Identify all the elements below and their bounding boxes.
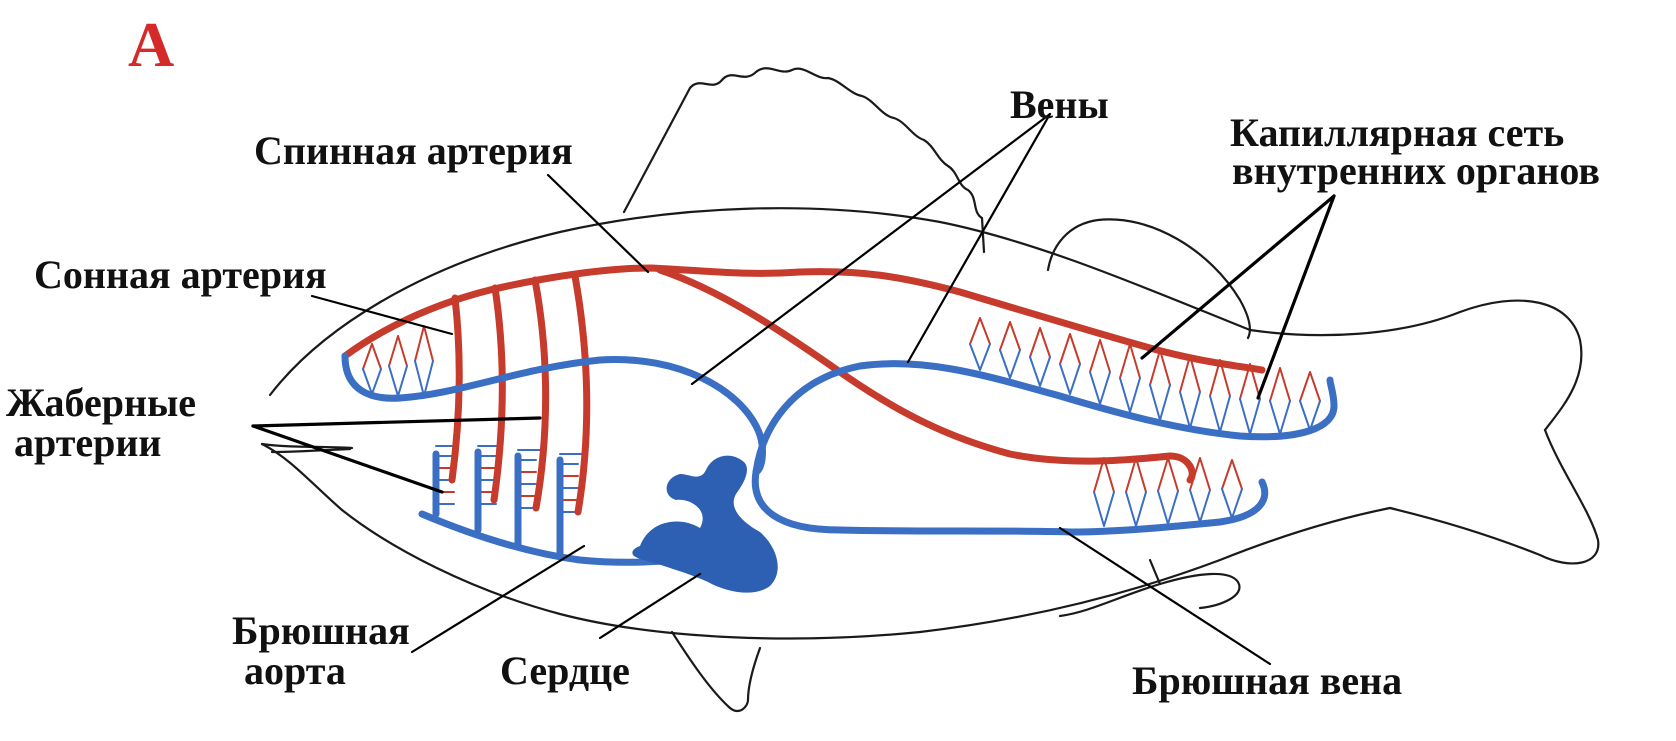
pelvic-fin: [670, 630, 750, 713]
caudal-fin-lower: [1388, 428, 1600, 565]
label-gill-arteries-line1: Жаберные: [6, 380, 196, 425]
veins: [341, 352, 1338, 566]
panel-letter: А: [128, 9, 174, 80]
head-capillary-venous-2: [414, 360, 434, 397]
dorsal-capillary-arterial-10: [1269, 367, 1291, 402]
posterior-cardinal-vein: [752, 360, 1338, 476]
anal-fin-front: [1148, 558, 1162, 586]
label-ventral-aorta-line1: Брюшная: [232, 608, 410, 653]
dorsal-capillary-venous-5: [1119, 377, 1141, 413]
lower-jaw: [260, 442, 354, 450]
ventral-capillary-arterial-1: [1125, 457, 1147, 493]
mouth-line: [270, 447, 352, 454]
dorsal-capillary-venous-9: [1239, 398, 1261, 435]
dorsal-artery-path: [341, 264, 1266, 374]
leader-veins-1: [690, 112, 1052, 386]
dorsal-capillary-venous-1: [999, 349, 1021, 379]
abdominal-vein-path: [751, 468, 1269, 536]
label-abdominal-vein: Брюшная вена: [1132, 658, 1402, 703]
leader-capillary-2: [1256, 194, 1336, 400]
dorsal-capillary-arterial-3: [1059, 333, 1081, 365]
dorsal-capillary-venous-0: [969, 343, 991, 371]
head-capillary-venous-1: [388, 365, 408, 397]
dorsal-capillary-venous-11: [1299, 400, 1321, 431]
leader-gill-2: [251, 424, 444, 494]
ventral-aorta-path: [418, 510, 680, 566]
gill-arch-3: [531, 276, 550, 512]
gill-arch-4: [571, 272, 591, 516]
leader-dorsal-artery: [546, 173, 650, 274]
dorsal-capillary-arterial-0: [969, 317, 991, 345]
dorsal-capillary-venous-7: [1179, 391, 1201, 429]
leader-lines: [251, 112, 1336, 666]
spiny-dorsal-fin: [622, 67, 986, 254]
ventral-capillary-venous-0: [1093, 491, 1115, 527]
labels: Вены Спинная артерия Капиллярная сеть вн…: [6, 82, 1600, 703]
dorsal-capillary-arterial-5: [1119, 343, 1141, 379]
dorsal-capillary-arterial-2: [1029, 327, 1051, 358]
leader-veins-2: [906, 112, 1052, 364]
dorsal-capillary-venous-8: [1209, 395, 1231, 433]
dorsal-capillary-venous-3: [1059, 363, 1081, 395]
dorsal-capillary-arterial-4: [1089, 339, 1111, 373]
pelvic-fin-back: [746, 646, 762, 702]
anterior-cardinal-vein: [341, 352, 766, 476]
heart: [632, 455, 778, 593]
label-ventral-aorta-line2: аорта: [244, 648, 346, 693]
gill-arch-2: [490, 284, 506, 504]
label-gill-arteries-line2: артерии: [14, 420, 161, 465]
ventral-capillary-arterial-2: [1157, 457, 1179, 492]
leader-gill-1: [251, 416, 542, 428]
ventral-capillary-venous-3: [1189, 489, 1211, 523]
leader-carotid: [310, 294, 454, 336]
soft-dorsal-fin: [1046, 218, 1251, 340]
dorsal-capillary-venous-10: [1269, 400, 1291, 435]
dorsal-capillary-venous-6: [1149, 384, 1171, 421]
leader-heart: [598, 572, 702, 640]
label-capillary-line1: Капиллярная сеть: [1230, 110, 1564, 155]
leader-ventral-aorta: [410, 544, 586, 654]
head-capillary-venous-0: [362, 368, 382, 395]
branch-artery-path: [656, 266, 1196, 484]
body-lower-contour: [260, 442, 1392, 640]
anal-fin: [1058, 572, 1241, 618]
label-capillary-line2: внутренних органов: [1232, 148, 1600, 193]
dorsal-capillary-venous-4: [1089, 371, 1111, 405]
dorsal-capillary-venous-2: [1029, 356, 1051, 387]
dorsal-capillary-arterial-11: [1299, 371, 1321, 402]
dorsal-capillary-arterial-6: [1149, 349, 1171, 386]
leader-abdominal-vein: [1058, 526, 1272, 666]
label-heart: Сердце: [500, 648, 630, 693]
head-capillary-arterial-1: [388, 335, 408, 367]
head-capillary-arterial-0: [362, 343, 382, 370]
label-dorsal-artery: Спинная артерия: [254, 128, 573, 173]
head-capillary-arterial-2: [414, 325, 434, 362]
dorsal-capillary-arterial-1: [999, 321, 1021, 351]
capillary-networks: [362, 317, 1321, 527]
heart-shape: [632, 455, 778, 593]
ventral-capillary-venous-4: [1221, 488, 1243, 519]
dorsal-capillary-arterial-7: [1179, 355, 1201, 393]
fish-outline: [260, 67, 1600, 713]
label-carotid-artery: Сонная артерия: [34, 252, 327, 297]
leader-capillary-1: [1140, 194, 1336, 360]
label-veins: Вены: [1010, 82, 1109, 127]
body-upper-contour: [268, 207, 1583, 432]
ventral-capillary-venous-1: [1125, 491, 1147, 527]
ventral-capillary-venous-2: [1157, 490, 1179, 525]
ventral-capillary-arterial-4: [1221, 459, 1243, 490]
